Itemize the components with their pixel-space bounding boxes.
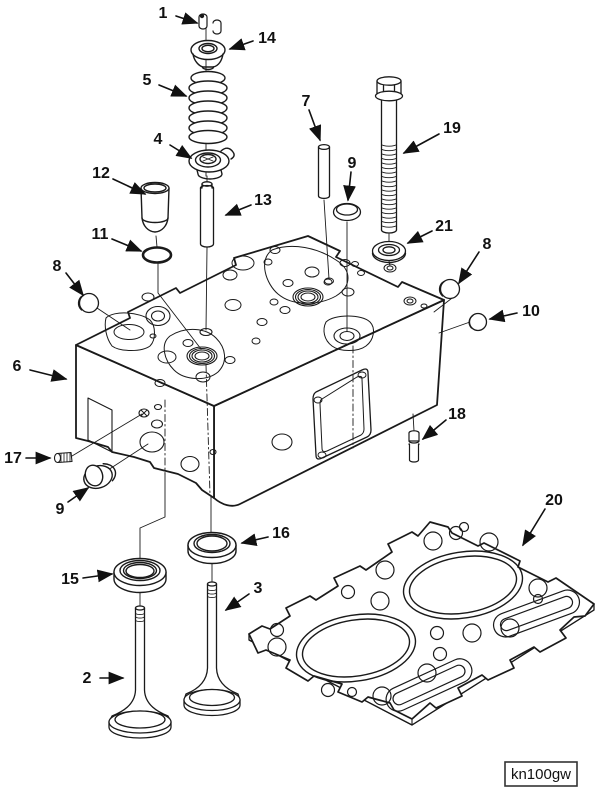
cylinder-head — [75, 235, 445, 507]
valve-guide — [199, 181, 215, 248]
cup-plug-lower — [83, 463, 117, 490]
callout-2: 2 — [83, 670, 92, 687]
head-capscrew — [374, 76, 404, 234]
callout-8-right: 8 — [483, 236, 492, 253]
callout-3: 3 — [254, 580, 263, 597]
locating-pin — [408, 430, 420, 463]
cup-plug-left — [77, 292, 100, 314]
injector-sleeve — [140, 181, 170, 233]
callout-11: 11 — [92, 226, 109, 243]
callout-18: 18 — [448, 406, 466, 423]
callout-4: 4 — [154, 131, 163, 148]
callout-12: 12 — [92, 165, 110, 182]
threaded-plug — [53, 451, 73, 464]
valve-left — [108, 605, 172, 739]
callout-8-left: 8 — [53, 258, 62, 275]
dowel-pin — [317, 143, 331, 200]
figure-code: kn100gw — [511, 766, 571, 783]
callout-20: 20 — [545, 492, 563, 509]
valve-collet — [198, 13, 222, 35]
callout-1: 1 — [159, 5, 168, 22]
injector-bore-right — [292, 287, 324, 307]
callout-9-lower: 9 — [56, 501, 65, 518]
spring-guide — [188, 147, 235, 180]
cup-plug-right — [438, 278, 461, 300]
push-rod-opening — [312, 368, 372, 460]
cup-plug-upper — [332, 202, 362, 222]
valve-seat-insert-right — [187, 531, 237, 565]
callout-14: 14 — [258, 30, 276, 47]
callout-5: 5 — [143, 72, 152, 89]
valve-spring — [188, 70, 228, 145]
valve-spring-retainer — [190, 39, 226, 71]
callout-7: 7 — [302, 93, 311, 110]
valve-right — [183, 581, 241, 717]
callout-labels: 1 14 5 4 12 11 13 7 9 19 21 8 10 8 6 17 … — [4, 5, 563, 687]
callout-19: 19 — [443, 120, 461, 137]
capscrew-washer — [371, 240, 407, 264]
callout-6: 6 — [13, 358, 22, 375]
plug-right-lower — [468, 312, 488, 332]
head-gasket — [248, 521, 595, 726]
valve-seat-insert-left — [113, 557, 167, 594]
figure-code-box: kn100gw — [504, 761, 578, 787]
callout-10: 10 — [522, 303, 540, 320]
callout-13: 13 — [254, 192, 272, 209]
callout-15: 15 — [61, 571, 79, 588]
callout-21: 21 — [435, 218, 453, 235]
injector-bore-left — [186, 346, 218, 366]
o-ring-seal — [141, 246, 173, 264]
callout-17: 17 — [4, 450, 22, 467]
callout-arrows — [25, 12, 546, 685]
callout-16: 16 — [272, 525, 290, 542]
callout-9-upper: 9 — [348, 155, 357, 172]
